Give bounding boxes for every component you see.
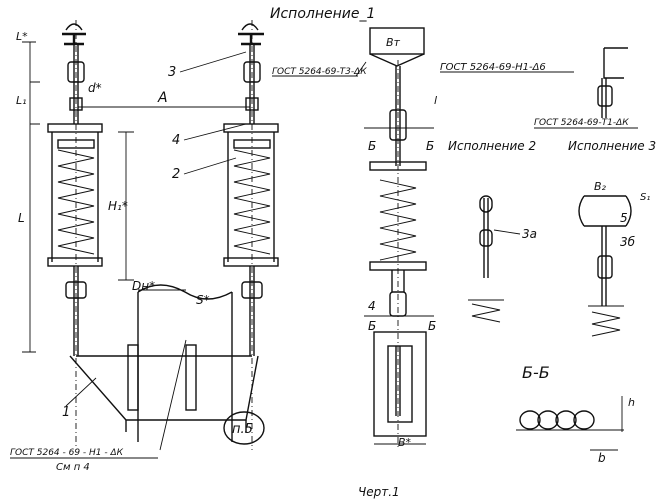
dim-A: А	[157, 90, 168, 106]
mark-B-3: Б	[368, 319, 376, 333]
dim-S1: S₁	[640, 192, 650, 203]
see-p4: См п 4	[56, 462, 90, 473]
variant-2-assembly: Bт Б Б l 4 Б Б B*	[364, 27, 437, 450]
gost-top: ГОСТ 5264-69-Т3-ΔК	[272, 67, 367, 77]
part-number-5: 5	[620, 211, 628, 225]
section-B-B: h b	[516, 396, 635, 465]
part-number-3: 3	[168, 65, 176, 80]
title-variant-2: Исполнение 2	[448, 139, 536, 153]
dim-Bt: Bт	[386, 36, 401, 49]
variant-1-assembly: А L L₁ L* H₁* d* Dн* S* 3 4 2 1 п.5 ГОСТ…	[10, 20, 367, 473]
gost-right: ГОСТ 5264-69-Н1-Δ6	[440, 62, 546, 73]
dim-h: h	[628, 396, 635, 409]
dim-b: b	[598, 451, 606, 465]
title-variant-3: Исполнение 3	[568, 139, 656, 153]
mark-B-2: Б	[426, 139, 434, 153]
dim-H1: H₁*	[108, 199, 128, 213]
dim-L1: L₁	[16, 94, 27, 107]
dim-S: S*	[196, 293, 210, 307]
dim-L-star: L*	[16, 30, 28, 43]
part-number-1: 1	[62, 405, 70, 420]
part-number-2: 2	[172, 167, 180, 182]
mark-B-1: Б	[368, 139, 376, 153]
figure-caption: Черт.1	[358, 485, 400, 499]
gost-bottom: ГОСТ 5264 - 69 - Н1 - ΔК	[10, 448, 124, 458]
dim-d: d*	[88, 81, 102, 95]
gost-right-2: ГОСТ 5264-69-Т1-ΔК	[534, 118, 629, 128]
section-title: Б-Б	[522, 363, 550, 382]
part-number-4b: 4	[368, 299, 376, 313]
part-number-3b: 3б	[620, 235, 636, 249]
dim-B: B*	[398, 436, 412, 449]
mark-B-4: Б	[428, 319, 436, 333]
note-p5: п.5	[232, 422, 253, 437]
title-variant-1: Исполнение_1	[270, 6, 375, 22]
dim-L: L	[18, 211, 25, 225]
part-number-3a: 3а	[522, 227, 537, 241]
dim-B2: B₂	[594, 180, 607, 193]
variant-3-assembly: ГОСТ 5264-69-Н1-Δ6 ГОСТ 5264-69-Т1-ΔК 3а…	[440, 47, 650, 337]
part-number-4: 4	[172, 133, 180, 148]
dim-Dn: Dн*	[132, 279, 155, 293]
dim-l: l	[434, 94, 437, 107]
